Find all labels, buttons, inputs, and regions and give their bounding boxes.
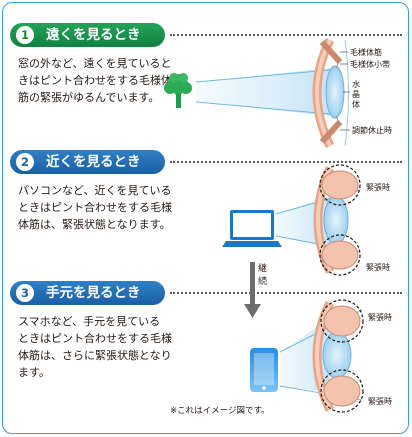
label-tense-near-bottom: 緊張時 — [366, 263, 390, 272]
label-tense-hand-bottom: 緊張時 — [368, 397, 392, 406]
label-zonule: 毛様体小帯 — [350, 60, 390, 69]
light-rays-far — [195, 68, 331, 116]
section-1-number: 1 — [16, 26, 34, 44]
section-2-description: パソコンなど、近くを見ている ときはピント合わせをする毛様 体筋は、緊張状態とな… — [18, 184, 172, 231]
continue-arrow — [244, 262, 261, 318]
label-tense-hand-top: 緊張時 — [368, 313, 392, 322]
section-2-title: 近くを見るとき — [10, 150, 165, 174]
section-1-divider — [170, 34, 402, 36]
eye-tense-near — [313, 164, 361, 276]
section-3-divider — [170, 292, 402, 294]
label-ciliary-muscle: 毛様体筋 — [350, 48, 382, 57]
tree-icon — [164, 73, 192, 108]
continue-label: 継 続 — [258, 264, 268, 287]
section-3-description: スマホなど、手元を見ている ときはピント合わせをする毛様 体筋は、さらに緊張状態… — [18, 315, 172, 379]
eye-tense-hand — [312, 299, 364, 413]
label-relaxed: 調節休止時 — [352, 126, 392, 135]
section-1-description: 窓の外など、遠くを見ていると きはピント合わせをする毛様体 筋の緊張がゆるんでい… — [18, 57, 172, 104]
section-3-number: 3 — [16, 284, 34, 302]
section-3-title: 手元を見るとき — [10, 281, 165, 305]
section-2-number: 2 — [16, 153, 34, 171]
laptop-icon — [222, 210, 282, 247]
label-tense-near-top: 緊張時 — [366, 183, 390, 192]
section-2-divider — [170, 161, 402, 163]
section-1-title: 遠くを見るとき — [10, 23, 165, 47]
image-note: ※これはイメージ図です。 — [170, 406, 270, 416]
eye-relaxed — [312, 37, 349, 148]
label-lens: 水 晶 体 — [352, 80, 360, 109]
label-leaders-1 — [340, 51, 350, 131]
smartphone-icon — [250, 348, 278, 392]
